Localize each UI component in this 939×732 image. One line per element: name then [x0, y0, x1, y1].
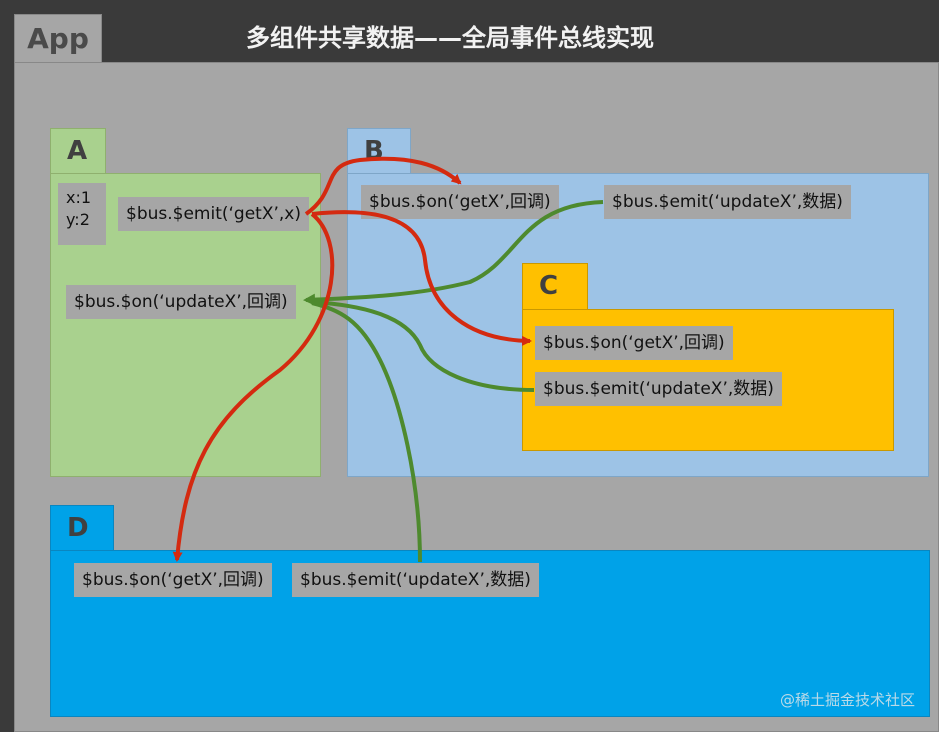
component-b-emit-updatex: $bus.$emit(‘updateX’,数据) — [604, 185, 851, 219]
component-a-data: x:1 y:2 — [58, 183, 106, 245]
app-tab: App — [14, 14, 102, 62]
diagram-title: 多组件共享数据——全局事件总线实现 — [246, 24, 654, 52]
component-a-tab: A — [50, 128, 106, 174]
component-c-emit-updatex: $bus.$emit(‘updateX’,数据) — [535, 372, 782, 406]
component-d-emit-updatex: $bus.$emit(‘updateX’,数据) — [292, 563, 539, 597]
arrow-getx-to-c — [311, 210, 532, 346]
component-d-on-getx: $bus.$on(‘getX’,回调) — [74, 563, 272, 597]
arrow-updatex-from-c — [311, 300, 535, 392]
watermark: @稀土掘金技术社区 — [779, 691, 915, 709]
arrow-getx-to-b — [304, 156, 462, 216]
component-c-on-getx: $bus.$on(‘getX’,回调) — [535, 326, 733, 360]
component-a-emit-getx: $bus.$emit(‘getX’,x) — [118, 197, 309, 231]
component-d-tab: D — [50, 505, 114, 551]
arrow-updatex-from-b — [303, 200, 604, 306]
data-line-x: x:1 — [66, 188, 92, 207]
arrow-updatex-from-d — [311, 301, 422, 563]
data-line-y: y:2 — [66, 210, 90, 229]
component-a-on-updatex: $bus.$on(‘updateX’,回调) — [66, 285, 296, 319]
component-c-tab: C — [522, 263, 588, 310]
component-b-on-getx: $bus.$on(‘getX’,回调) — [361, 185, 559, 219]
arrow-getx-to-d — [172, 212, 335, 562]
